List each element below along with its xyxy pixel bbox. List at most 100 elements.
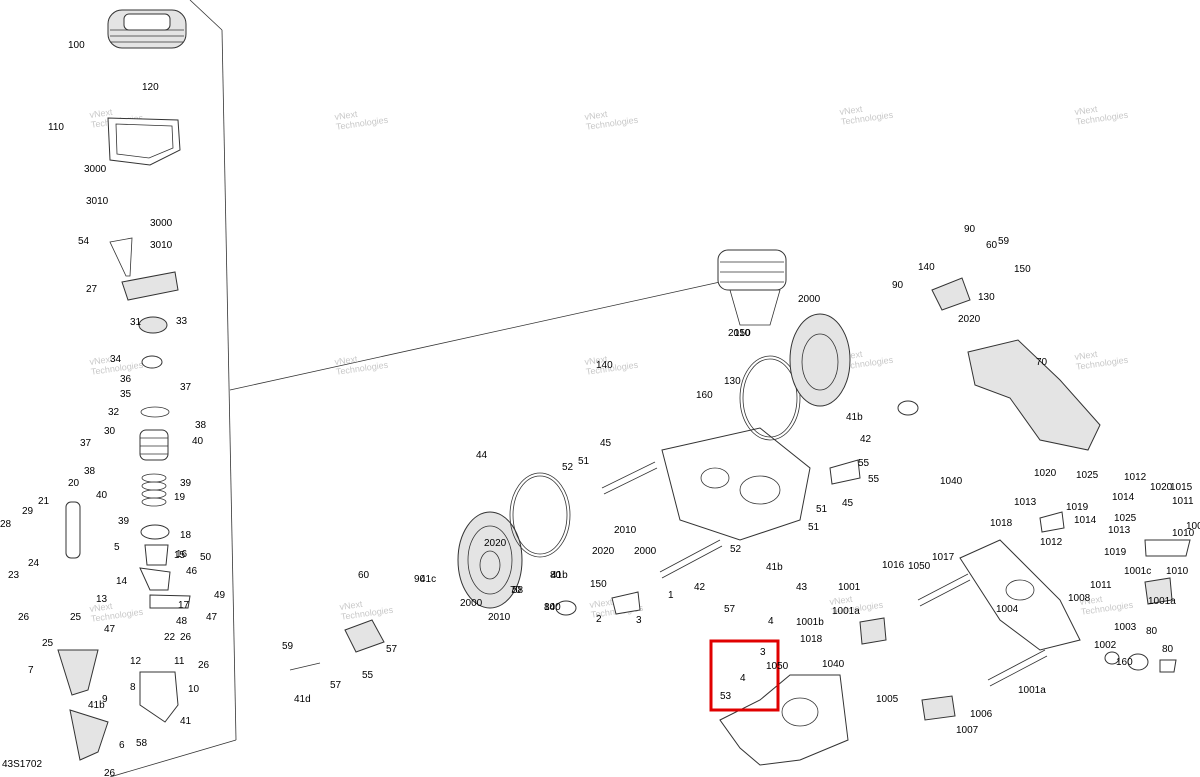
part-label-45: 45 (842, 498, 854, 509)
part-label-3000: 3000 (150, 218, 173, 229)
part-label-1016: 1016 (882, 560, 905, 571)
part-label-1010: 1010 (1166, 566, 1189, 577)
part-label-26: 26 (180, 632, 192, 643)
part-label-1004: 1004 (996, 604, 1019, 615)
part-label-35: 35 (120, 389, 132, 400)
part-label-3010: 3010 (86, 196, 109, 207)
part-label-23: 23 (8, 570, 20, 581)
part-label-17: 17 (178, 600, 190, 611)
part-label-57: 57 (724, 604, 736, 615)
part-label-1009: 1009 (1186, 521, 1200, 532)
part-label-100: 100 (68, 40, 85, 51)
svg-text:vNext: vNext (89, 601, 114, 614)
part-label-2000: 2000 (798, 294, 821, 305)
svg-text:vNext: vNext (1074, 349, 1099, 362)
part-label-1008: 1008 (1068, 593, 1091, 604)
part-label-43: 43 (796, 582, 808, 593)
svg-text:vNext: vNext (829, 594, 854, 607)
part-label-90: 90 (892, 280, 904, 291)
part-label-160: 160 (1116, 657, 1133, 668)
part-label-150: 150 (590, 579, 607, 590)
part-label-4: 4 (768, 616, 774, 627)
svg-text:vNext: vNext (89, 354, 114, 367)
part-label-110: 110 (48, 122, 64, 133)
part-label-55: 55 (868, 474, 880, 485)
part-label-4: 4 (740, 673, 746, 684)
part-label-80: 80 (544, 602, 556, 613)
part-label-55: 55 (362, 670, 374, 681)
part-label-2: 2 (596, 614, 602, 625)
part-label-57: 57 (386, 644, 398, 655)
part-label-1007: 1007 (956, 725, 979, 736)
svg-text:vNext: vNext (89, 107, 114, 120)
part-label-1013: 1013 (1108, 525, 1131, 536)
part-label-22: 22 (164, 632, 176, 643)
part-label-41d: 41d (294, 694, 311, 705)
part-label-41b: 41b (846, 412, 863, 423)
part-label-51: 51 (808, 522, 820, 533)
part-label-70: 70 (1036, 357, 1048, 368)
part-label-90: 90 (414, 574, 426, 585)
svg-text:vNext: vNext (584, 354, 609, 367)
part-label-21: 21 (38, 496, 50, 507)
part-label-80: 80 (1146, 626, 1158, 637)
svg-text:vNext: vNext (1079, 594, 1104, 607)
part-label-1010: 1010 (1172, 528, 1195, 539)
part-label-70: 70 (510, 585, 522, 596)
part-label-58: 58 (512, 585, 524, 596)
part-label-49: 49 (214, 590, 226, 601)
part-label-140: 140 (918, 262, 935, 273)
part-label-47: 47 (206, 612, 218, 623)
part-label-48: 48 (176, 616, 188, 627)
part-label-13: 13 (96, 594, 108, 605)
part-label-32: 32 (108, 407, 120, 418)
part-label-2000: 2000 (460, 598, 483, 609)
part-label-27: 27 (86, 284, 98, 295)
part-label-1050: 1050 (908, 561, 931, 572)
part-label-1012: 1012 (1040, 537, 1063, 548)
part-label-14: 14 (116, 576, 128, 587)
part-label-1011: 1011 (1172, 496, 1194, 507)
svg-text:vNext: vNext (339, 599, 364, 612)
part-label-1013: 1013 (1014, 497, 1037, 508)
part-label-55: 55 (858, 458, 870, 469)
part-label-26: 26 (198, 660, 210, 671)
part-label-1014: 1014 (1112, 492, 1135, 503)
part-label-2020: 2020 (592, 546, 615, 557)
svg-text:vNext: vNext (334, 109, 359, 122)
part-label-25: 25 (70, 612, 82, 623)
part-label-38: 38 (84, 466, 96, 477)
part-label-18: 18 (180, 530, 192, 541)
part-label-1018: 1018 (800, 634, 823, 645)
part-label-2010: 2010 (488, 612, 511, 623)
part-label-26: 26 (18, 612, 30, 623)
part-label-40: 40 (96, 490, 108, 501)
part-label-52: 52 (730, 544, 742, 555)
part-label-60: 60 (358, 570, 370, 581)
part-label-31: 31 (130, 317, 142, 328)
part-label-150: 150 (1014, 264, 1031, 275)
part-label-1002: 1002 (1094, 640, 1117, 651)
part-label-80: 80 (1162, 644, 1174, 655)
part-label-1020: 1020 (1034, 468, 1057, 479)
part-label-1001: 1001 (838, 582, 861, 593)
part-label-41c: 41c (420, 574, 436, 585)
part-label-1050: 1050 (766, 661, 789, 672)
part-label-90: 90 (964, 224, 976, 235)
part-label-3: 3 (636, 615, 642, 626)
part-label-25: 25 (42, 638, 54, 649)
part-label-1017: 1017 (932, 552, 955, 563)
part-label-11: 11 (174, 656, 185, 667)
part-label-20: 20 (68, 478, 80, 489)
part-label-57: 57 (330, 680, 342, 691)
part-label-37: 37 (80, 438, 92, 449)
part-label-150: 150 (734, 328, 751, 339)
svg-text:vNext: vNext (334, 354, 359, 367)
